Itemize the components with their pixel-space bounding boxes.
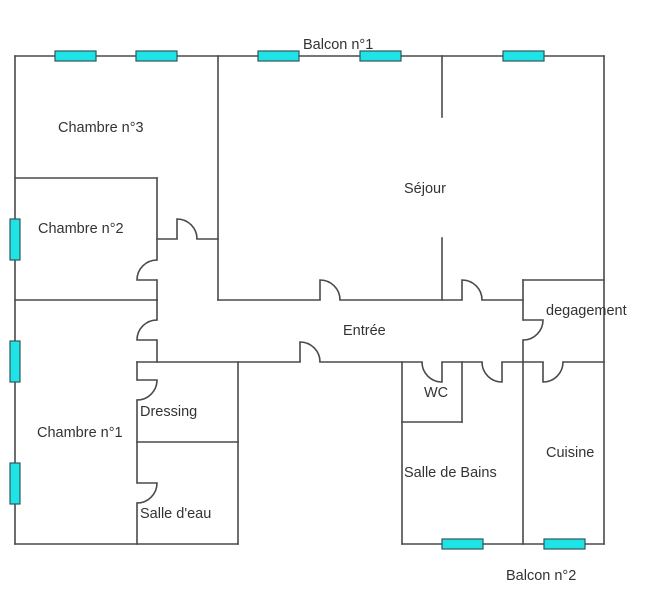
- door-dressing: [136, 379, 158, 401]
- windows: [9, 50, 586, 550]
- window-sejour-1: [257, 50, 300, 62]
- room-label-wc: WC: [424, 385, 448, 401]
- door-sejour-left: [319, 279, 341, 301]
- door-salle-de-bains: [481, 361, 503, 383]
- room-label-entree: Entrée: [343, 323, 386, 339]
- window-sejour-2: [359, 50, 402, 62]
- walls: [14, 55, 605, 545]
- window-cuisine: [543, 538, 586, 550]
- window-chambre3-2: [135, 50, 178, 62]
- labels: Chambre n°3 Chambre n°2 Chambre n°1 Séjo…: [37, 37, 627, 584]
- balcony-label-2: Balcon n°2: [506, 568, 576, 584]
- room-label-chambre3: Chambre n°3: [58, 120, 144, 136]
- room-label-cuisine: Cuisine: [546, 445, 594, 461]
- window-chambre1-2: [9, 462, 21, 505]
- window-sejour-3: [502, 50, 545, 62]
- door-degagement: [522, 319, 544, 341]
- room-label-chambre2: Chambre n°2: [38, 221, 124, 237]
- door-corridor-top: [176, 218, 198, 240]
- door-cuisine: [542, 361, 564, 383]
- room-label-degagement: degagement: [546, 303, 627, 319]
- window-salle-de-bains: [441, 538, 484, 550]
- door-chambre2: [136, 259, 158, 281]
- door-sejour-right: [461, 279, 483, 301]
- door-wc: [421, 361, 443, 383]
- room-label-chambre1: Chambre n°1: [37, 425, 123, 441]
- room-label-dressing: Dressing: [140, 404, 197, 420]
- window-chambre2: [9, 218, 21, 261]
- room-label-salle-deau: Salle d'eau: [140, 506, 211, 522]
- window-chambre1-1: [9, 340, 21, 383]
- balcony-label-1: Balcon n°1: [303, 37, 373, 53]
- door-chambre1: [136, 319, 158, 341]
- door-entree-front: [299, 341, 321, 363]
- window-chambre3-1: [54, 50, 97, 62]
- door-salle-deau: [136, 482, 158, 504]
- room-label-salle-de-bains: Salle de Bains: [404, 465, 497, 481]
- room-label-sejour: Séjour: [404, 181, 446, 197]
- doors: [136, 218, 564, 504]
